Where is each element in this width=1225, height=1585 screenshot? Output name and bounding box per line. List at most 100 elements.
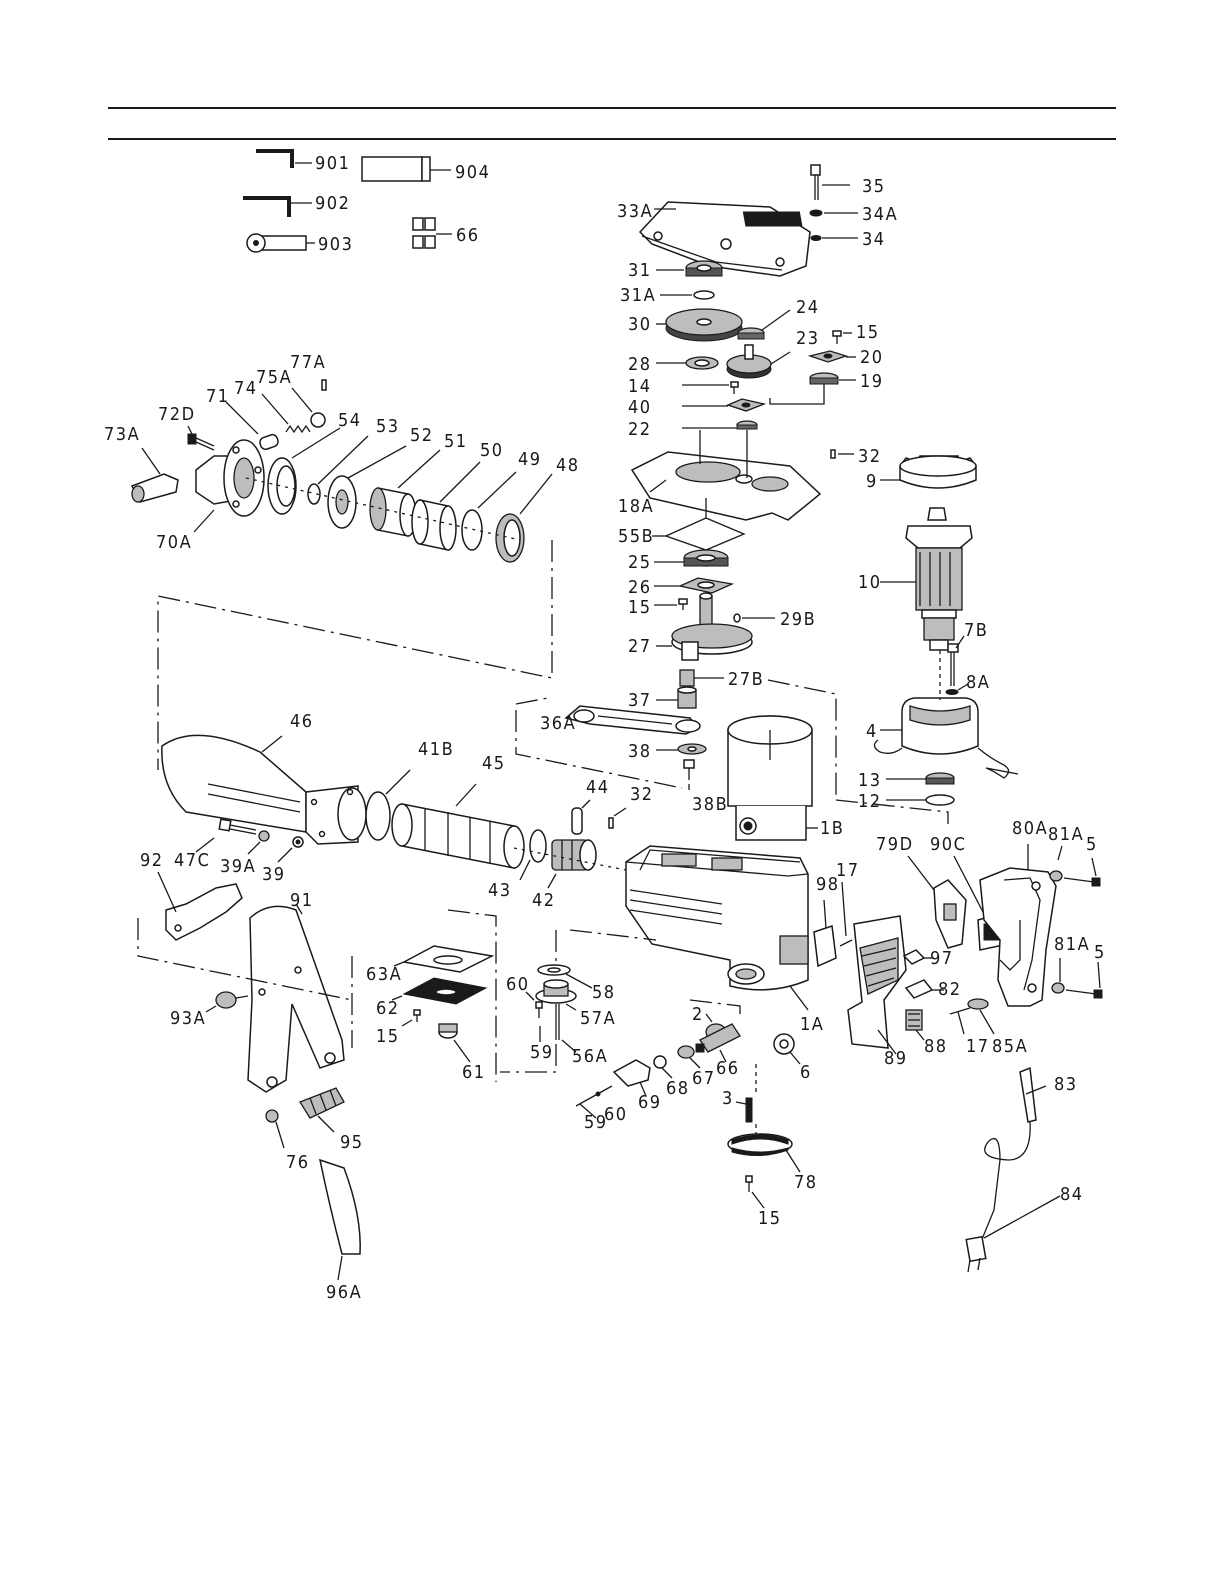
washer-58 — [537, 964, 593, 989]
label-92: 92 — [140, 850, 164, 871]
bearing-31 — [656, 260, 723, 277]
sleeve-50 — [411, 461, 481, 551]
gear-housing-18A — [630, 430, 822, 521]
label-71: 71 — [206, 386, 230, 407]
retainer-73A — [130, 447, 179, 503]
pins-59-60-low — [575, 1085, 613, 1119]
washer-8A — [945, 683, 969, 695]
label-34: 34 — [862, 229, 886, 250]
label-79D: 79D — [876, 834, 914, 855]
label-57A: 57A — [580, 1008, 616, 1029]
pin-44 — [571, 799, 591, 835]
label-96A: 96A — [326, 1282, 362, 1303]
label-1A: 1A — [800, 1014, 824, 1035]
label-75A: 75A — [256, 367, 292, 388]
bolt-72D — [187, 425, 215, 451]
clamp-85A — [967, 998, 995, 1035]
pin-56A — [555, 1004, 577, 1053]
label-10: 10 — [858, 572, 882, 593]
terminal-97 — [902, 949, 934, 965]
label-2: 2 — [692, 1004, 704, 1025]
nut-76 — [265, 1109, 285, 1149]
header-rules — [108, 107, 1116, 140]
label-59-top: 59 — [530, 1042, 554, 1063]
gear-30 — [656, 308, 743, 342]
gasket-63A — [393, 945, 495, 973]
label-72D: 72D — [158, 404, 196, 425]
grip-95 — [299, 1087, 345, 1133]
label-66-low: 66 — [716, 1058, 740, 1079]
label-93A: 93A — [170, 1008, 206, 1029]
ring-31A — [660, 290, 715, 300]
label-66-top: 66 — [456, 225, 480, 246]
label-74: 74 — [234, 378, 258, 399]
label-9: 9 — [866, 471, 878, 492]
cover-69 — [612, 1059, 651, 1097]
bearing-13 — [886, 772, 955, 785]
label-60-top: 60 — [506, 974, 530, 995]
label-5-top: 5 — [1086, 834, 1098, 855]
screw-38B — [683, 759, 695, 790]
bearing-24 — [737, 309, 791, 340]
label-83: 83 — [1054, 1074, 1078, 1095]
washer-39A — [247, 830, 270, 855]
bearing-19 — [809, 372, 856, 385]
label-49: 49 — [518, 449, 542, 470]
label-35: 35 — [862, 176, 886, 197]
label-78: 78 — [794, 1172, 818, 1193]
bearing-37 — [656, 686, 697, 709]
label-81A-low: 81A — [1054, 934, 1090, 955]
gasket-55B — [652, 498, 746, 551]
label-76: 76 — [286, 1152, 310, 1173]
label-38: 38 — [628, 741, 652, 762]
label-14: 14 — [628, 376, 652, 397]
screw-15-mid — [654, 598, 688, 610]
label-28: 28 — [628, 354, 652, 375]
screw-35 — [810, 164, 850, 200]
screw-14 — [682, 381, 739, 394]
label-37: 37 — [628, 690, 652, 711]
label-82: 82 — [938, 979, 962, 1000]
label-39A: 39A — [220, 856, 256, 877]
valve-57A — [535, 979, 577, 1011]
guide-lines-bottom — [447, 909, 741, 1082]
label-19: 19 — [860, 371, 884, 392]
strap-96A — [318, 1158, 361, 1281]
label-89: 89 — [884, 1048, 908, 1069]
guide-lines-front — [157, 477, 553, 770]
key-29B — [733, 613, 775, 623]
label-1B: 1B — [820, 818, 844, 839]
label-53: 53 — [376, 416, 400, 437]
screw-5-low — [1065, 961, 1103, 999]
handle-arm-91 — [247, 903, 345, 1093]
label-27: 27 — [628, 636, 652, 657]
label-904: 904 — [455, 162, 490, 183]
label-23: 23 — [796, 328, 820, 349]
label-27B: 27B — [728, 669, 764, 690]
label-29B: 29B — [780, 609, 816, 630]
label-70A: 70A — [156, 532, 192, 553]
label-6: 6 — [800, 1062, 812, 1083]
barrel-46 — [161, 734, 367, 845]
label-95: 95 — [340, 1132, 364, 1153]
washer-39 — [277, 836, 304, 863]
armature-10 — [880, 507, 973, 651]
bracket-line-19 — [769, 384, 825, 405]
label-55B: 55B — [618, 526, 654, 547]
label-77A: 77A — [290, 352, 326, 373]
pinion-gear-23 — [726, 344, 791, 379]
label-58: 58 — [592, 982, 616, 1003]
label-26: 26 — [628, 577, 652, 598]
label-38B: 38B — [692, 794, 728, 815]
label-52: 52 — [410, 425, 434, 446]
washer-6 — [773, 1033, 801, 1065]
label-903: 903 — [318, 234, 353, 255]
label-12: 12 — [858, 791, 882, 812]
plate-62 — [391, 977, 488, 1005]
field-coil-4 — [873, 697, 1019, 779]
label-56A: 56A — [572, 1046, 608, 1067]
label-31: 31 — [628, 260, 652, 281]
screw-15-top — [832, 330, 852, 344]
key-32-top — [830, 449, 854, 459]
label-68: 68 — [666, 1078, 690, 1099]
